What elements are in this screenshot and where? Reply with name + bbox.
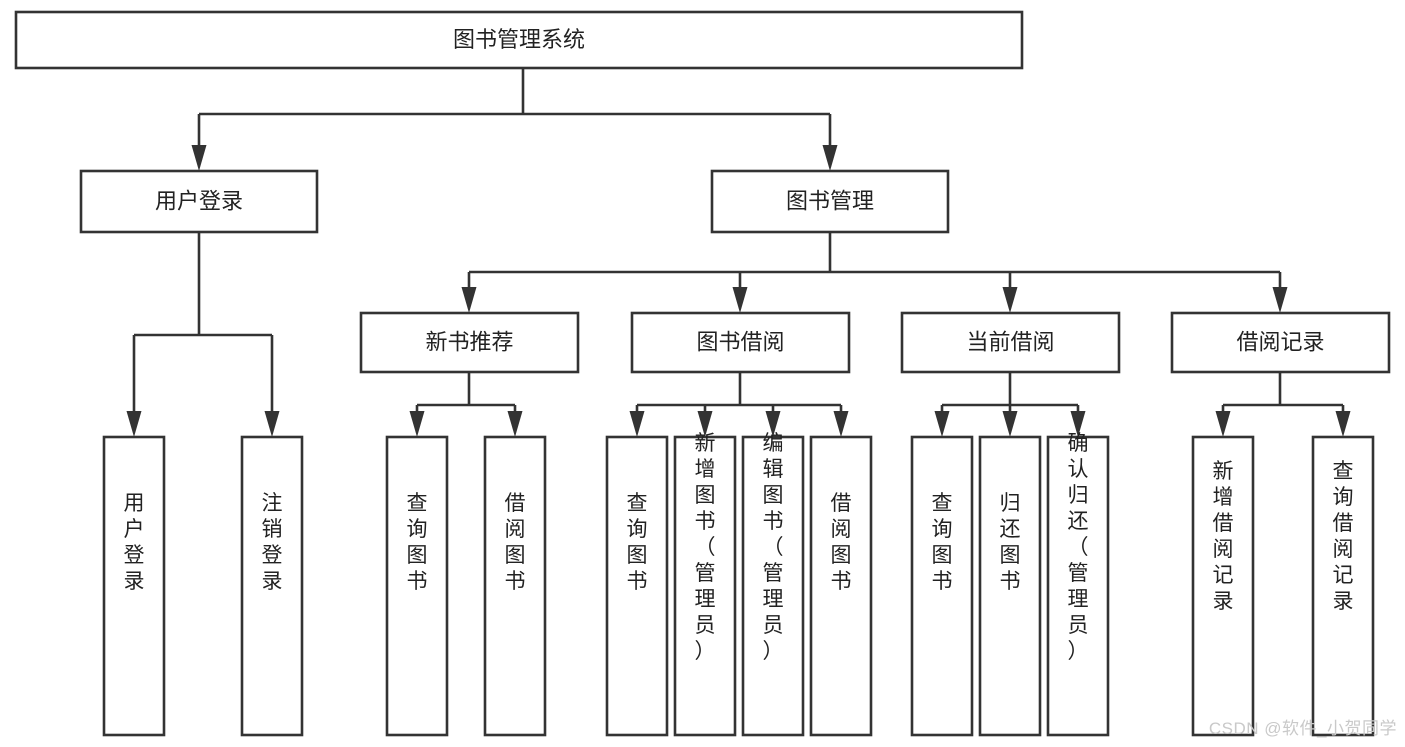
node-leaf-query-books-1-box[interactable] — [385, 435, 449, 737]
node-layer: 图书管理系统用户登录用户登录注销登录图书管理新书推荐查询图书借阅图书图书借阅查询… — [14, 10, 1391, 737]
leaf-drop-2-head — [629, 411, 645, 437]
node-leaf-borrow-books-1[interactable]: 借阅图书 — [483, 435, 547, 737]
leaf-drop-10-head — [1335, 411, 1351, 437]
node-new-book-recommend-box[interactable] — [359, 311, 580, 374]
node-leaf-user-login-label: 用户登录 — [124, 492, 145, 593]
node-leaf-query-books-2[interactable]: 查询图书 — [605, 435, 669, 737]
node-root[interactable]: 图书管理系统 — [14, 10, 1024, 70]
node-book-borrow-label: 图书借阅 — [696, 329, 784, 354]
node-leaf-query-books-2-label: 查询图书 — [627, 492, 648, 593]
node-leaf-borrow-books-2[interactable]: 借阅图书 — [809, 435, 873, 737]
node-new-book-recommend[interactable]: 新书推荐 — [359, 311, 580, 374]
node-leaf-query-books-1-label: 查询图书 — [407, 492, 428, 593]
node-leaf-return-books-box[interactable] — [978, 435, 1042, 737]
node-book-borrow-box[interactable] — [630, 311, 851, 374]
node-new-book-recommend-label: 新书推荐 — [425, 329, 513, 354]
node-leaf-borrow-books-1-box[interactable] — [483, 435, 547, 737]
node-leaf-edit-book-admin[interactable]: 编辑图书（管理员） — [741, 432, 805, 737]
node-leaf-query-books-3[interactable]: 查询图书 — [910, 435, 974, 737]
node-leaf-user-login[interactable]: 用户登录 — [102, 435, 166, 737]
node-leaf-borrow-books-2-box[interactable] — [809, 435, 873, 737]
node-borrow-records-label: 借阅记录 — [1236, 329, 1324, 354]
node-leaf-add-borrow-record-label: 新增借阅记录 — [1213, 460, 1234, 613]
node-leaf-query-books-3-box[interactable] — [910, 435, 974, 737]
root-drop-0-head — [191, 145, 207, 171]
node-leaf-logout-box[interactable] — [240, 435, 304, 737]
leaf-drop-6-head — [934, 411, 950, 437]
node-leaf-add-book-admin-box[interactable] — [673, 435, 737, 737]
node-borrow-records-box[interactable] — [1170, 311, 1391, 374]
node-leaf-return-books-label: 归还图书 — [1000, 492, 1021, 593]
node-current-borrow[interactable]: 当前借阅 — [900, 311, 1121, 374]
node-leaf-confirm-return-admin[interactable]: 确认归还（管理员） — [1046, 432, 1110, 737]
node-leaf-add-book-admin-label: 新增图书（管理员） — [695, 432, 716, 663]
node-user-login-label: 用户登录 — [155, 188, 243, 213]
book-mgmt-drop-0-head — [461, 287, 477, 313]
leaf-drop-8-head — [1070, 411, 1086, 437]
node-leaf-query-borrow-record-box[interactable] — [1311, 435, 1375, 737]
node-user-login-box[interactable] — [79, 169, 319, 234]
node-book-borrow[interactable]: 图书借阅 — [630, 311, 851, 374]
node-leaf-confirm-return-admin-label: 确认归还（管理员） — [1068, 432, 1089, 663]
node-user-login[interactable]: 用户登录 — [79, 169, 319, 234]
node-leaf-add-book-admin[interactable]: 新增图书（管理员） — [673, 432, 737, 737]
node-current-borrow-box[interactable] — [900, 311, 1121, 374]
node-leaf-borrow-books-1-label: 借阅图书 — [505, 492, 526, 593]
leaf-drop-7-head — [1002, 411, 1018, 437]
leaf-drop-5-head — [833, 411, 849, 437]
node-leaf-query-books-3-label: 查询图书 — [932, 492, 953, 593]
leaf-drop-9-head — [1215, 411, 1231, 437]
user-login-drop-1-head — [264, 411, 280, 437]
node-leaf-query-borrow-record[interactable]: 查询借阅记录 — [1311, 435, 1375, 737]
book-mgmt-drop-3-head — [1272, 287, 1288, 313]
node-book-management-label: 图书管理 — [786, 188, 874, 213]
node-book-management[interactable]: 图书管理 — [710, 169, 950, 234]
book-mgmt-drop-2-head — [1002, 287, 1018, 313]
node-borrow-records[interactable]: 借阅记录 — [1170, 311, 1391, 374]
node-leaf-logout-label: 注销登录 — [262, 492, 283, 593]
book-mgmt-drop-1-head — [732, 287, 748, 313]
node-leaf-return-books[interactable]: 归还图书 — [978, 435, 1042, 737]
node-leaf-logout[interactable]: 注销登录 — [240, 435, 304, 737]
node-root-label: 图书管理系统 — [453, 27, 585, 52]
node-leaf-add-borrow-record-box[interactable] — [1191, 435, 1255, 737]
node-leaf-edit-book-admin-label: 编辑图书（管理员） — [763, 432, 784, 663]
node-leaf-query-books-1[interactable]: 查询图书 — [385, 435, 449, 737]
leaf-drop-4-head — [765, 411, 781, 437]
node-leaf-query-borrow-record-label: 查询借阅记录 — [1333, 460, 1354, 613]
node-leaf-query-books-2-box[interactable] — [605, 435, 669, 737]
user-login-drop-0-head — [126, 411, 142, 437]
node-leaf-confirm-return-admin-box[interactable] — [1046, 435, 1110, 737]
node-current-borrow-label: 当前借阅 — [966, 329, 1054, 354]
node-root-box[interactable] — [14, 10, 1024, 70]
node-leaf-edit-book-admin-box[interactable] — [741, 435, 805, 737]
node-leaf-borrow-books-2-label: 借阅图书 — [831, 492, 852, 593]
root-drop-1-head — [822, 145, 838, 171]
leaf-drop-1-head — [507, 411, 523, 437]
node-book-management-box[interactable] — [710, 169, 950, 234]
leaf-drop-0-head — [409, 411, 425, 437]
leaf-drop-3-head — [697, 411, 713, 437]
node-leaf-add-borrow-record[interactable]: 新增借阅记录 — [1191, 435, 1255, 737]
node-leaf-user-login-box[interactable] — [102, 435, 166, 737]
connector-layer — [126, 68, 1351, 437]
